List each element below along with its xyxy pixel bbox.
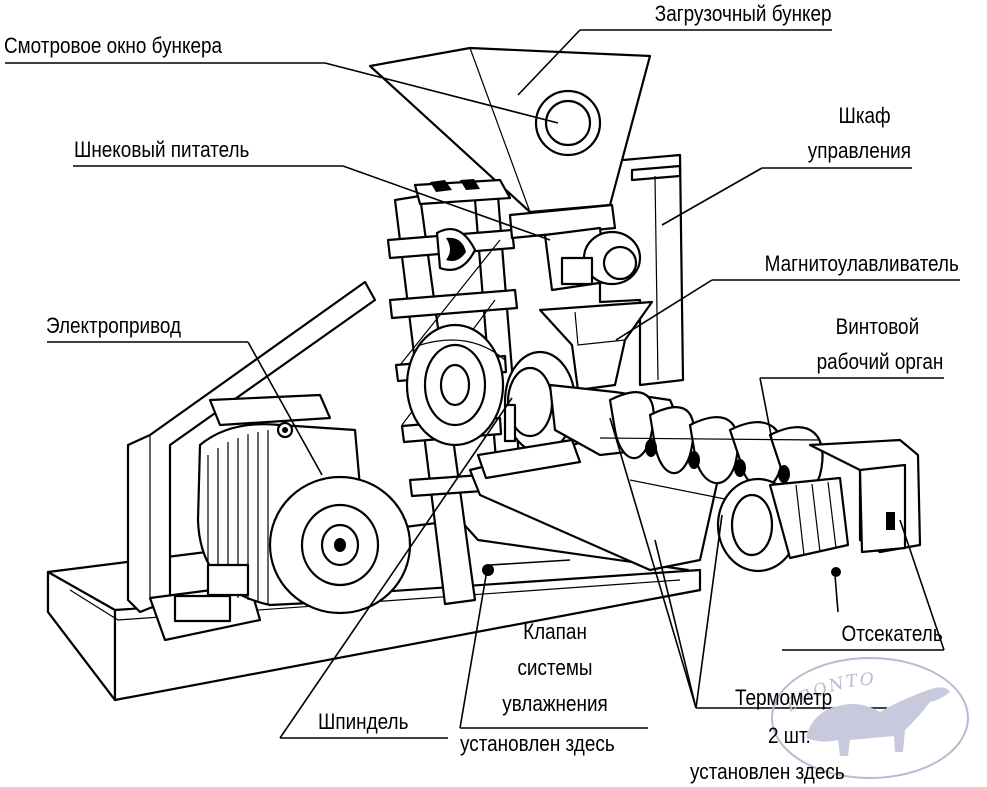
feeder-motor	[435, 226, 642, 292]
label-thermometer-line3: установлен здесь	[690, 759, 845, 784]
label-hopper-window: Смотровое окно бункера	[4, 33, 223, 58]
label-thermometer-line1: Термометр	[735, 685, 833, 710]
magnet-catcher-shape	[538, 300, 654, 392]
motor-side-frame	[126, 280, 377, 642]
label-cutter: Отсекатель	[841, 621, 943, 646]
label-spindle: Шпиндель	[318, 709, 409, 734]
label-valve-line3: увлажнения	[502, 691, 608, 716]
label-control-cabinet-line2: управления	[807, 138, 911, 163]
extruder-barrel	[468, 350, 831, 572]
label-electric-drive: Электропривод	[46, 313, 182, 338]
label-screw-line1: Винтовой	[835, 314, 919, 339]
label-valve-line2: системы	[517, 655, 593, 680]
valve-shape	[476, 403, 582, 576]
label-screw-line2: рабочий орган	[816, 349, 943, 374]
label-thermometer-line2: 2 шт.	[768, 723, 811, 748]
motor-shape	[196, 393, 412, 615]
label-hopper: Загрузочный бункер	[655, 1, 832, 26]
label-magnet-catcher: Магнитоулавливатель	[764, 251, 959, 276]
pulley	[405, 323, 506, 447]
cutter-shape	[716, 438, 922, 613]
label-screw-feeder: Шнековый питатель	[74, 137, 250, 162]
hopper-shape	[368, 46, 652, 240]
label-valve-line4: установлен здесь	[460, 731, 615, 756]
watermark-logo: BRONTO	[771, 657, 969, 779]
label-valve-line1: Клапан	[523, 619, 587, 644]
leader-lines	[5, 29, 960, 739]
label-control-cabinet-line1: Шкаф	[838, 103, 891, 128]
control-cabinet	[598, 153, 685, 387]
